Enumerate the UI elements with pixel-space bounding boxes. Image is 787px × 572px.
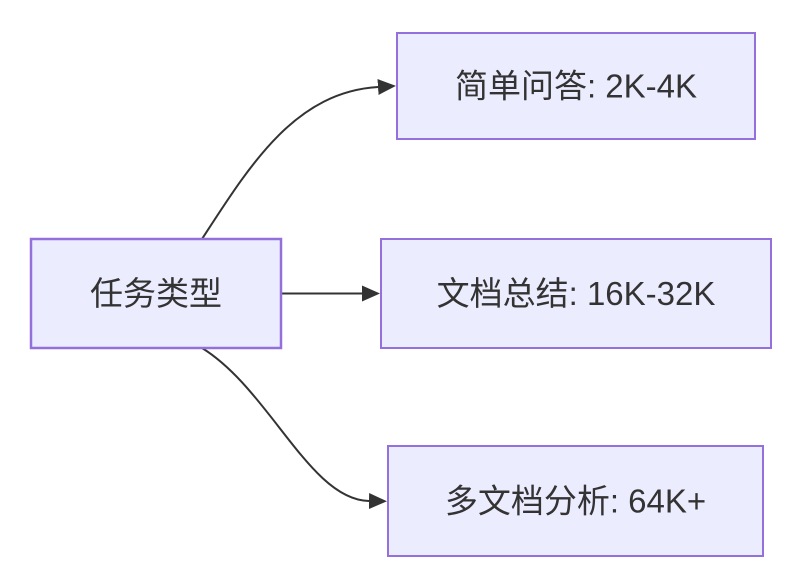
node-task-type: 任务类型	[29, 237, 283, 350]
node-simple-qa-label: 简单问答: 2K-4K	[455, 68, 697, 105]
node-multi-doc-box	[387, 445, 764, 557]
node-simple-qa-box	[396, 32, 756, 140]
node-task-type-label: 任务类型	[90, 275, 222, 312]
node-multi-doc: 多文档分析: 64K+	[387, 445, 764, 557]
edge-task-type-to-simple-qa	[201, 79, 396, 240]
node-multi-doc-label: 多文档分析: 64K+	[445, 483, 706, 520]
node-task-type-box	[29, 237, 283, 350]
edge-task-type-to-multi-doc	[201, 347, 387, 509]
node-doc-summary-box	[380, 238, 772, 349]
node-simple-qa: 简单问答: 2K-4K	[396, 32, 756, 140]
node-doc-summary: 文档总结: 16K-32K	[380, 238, 772, 349]
node-doc-summary-label: 文档总结: 16K-32K	[437, 275, 716, 312]
